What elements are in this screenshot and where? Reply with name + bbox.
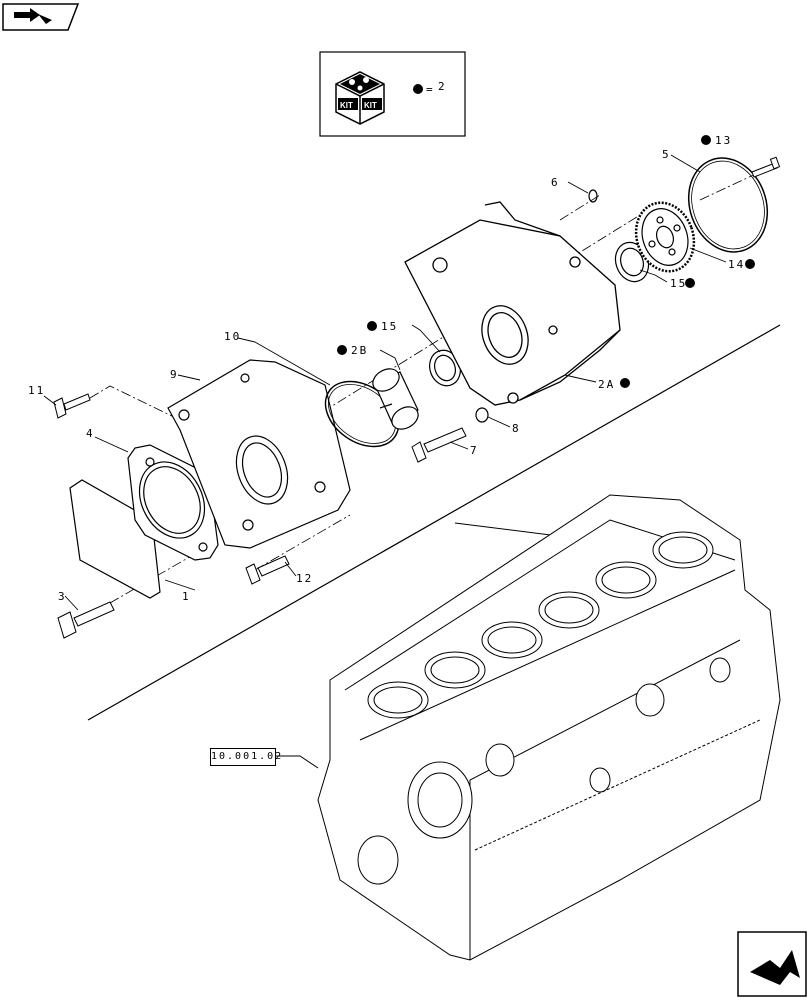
callout-2A: 2A: [598, 378, 615, 391]
callout-14: 14: [728, 258, 745, 271]
kit-label-left: KIT: [340, 101, 353, 110]
back-nav-icon[interactable]: [2, 3, 80, 31]
callout-2B: 2B: [351, 344, 368, 357]
kit-count: 2: [438, 80, 447, 93]
screw-13: [751, 156, 781, 178]
bearing-bushing-right: [614, 241, 650, 283]
bearing-bushing-left: [429, 349, 461, 387]
callout-15-right: 15: [670, 277, 687, 290]
kit-bullet-icon: [413, 84, 423, 94]
pump-housing: [404, 201, 621, 406]
callout-15-left: 15: [381, 320, 398, 333]
kit-bullet-15a: [367, 321, 377, 331]
kit-bullet-2A: [620, 378, 630, 388]
kit-bullet-2B: [337, 345, 347, 355]
section-divider-line: [87, 324, 781, 721]
washer: [588, 189, 598, 203]
callout-1: 1: [182, 590, 191, 603]
forward-nav-icon[interactable]: [737, 931, 807, 997]
gasket: [127, 444, 219, 561]
kit-bullet-13: [701, 135, 711, 145]
kit-label-right: KIT: [364, 101, 377, 110]
callout-leaders: [43, 154, 727, 611]
callout-10: 10: [224, 330, 241, 343]
cover-plate: [69, 479, 161, 599]
o-ring-inner: [328, 384, 396, 444]
callout-7: 7: [470, 444, 479, 457]
kit-bullet-14: [745, 259, 755, 269]
kit-legend: KIT KIT = 2: [319, 51, 466, 137]
bolt-12: [245, 555, 290, 585]
sealing-washer: [475, 407, 489, 423]
callout-5: 5: [662, 148, 671, 161]
callout-8: 8: [512, 422, 521, 435]
drive-gear: [634, 201, 696, 273]
kit-markers: [337, 135, 755, 388]
callout-4: 4: [86, 427, 95, 440]
bolt-11: [53, 393, 91, 419]
callout-3: 3: [58, 590, 67, 603]
kit-bullet-15b: [685, 278, 695, 288]
callout-9: 9: [170, 368, 179, 381]
kit-equals: =: [426, 83, 435, 96]
callout-13: 13: [715, 134, 732, 147]
callout-12: 12: [296, 572, 313, 585]
bolt-3: [57, 601, 115, 639]
bolt-7: [411, 427, 467, 463]
bushing: [372, 368, 419, 430]
callout-11: 11: [28, 384, 45, 397]
callout-6: 6: [551, 176, 560, 189]
reference-code-box[interactable]: 10.001.02: [210, 748, 281, 766]
kit-box-icon: [335, 71, 385, 125]
seal-ring: [687, 157, 769, 253]
reference-leader: [275, 755, 319, 769]
engine-block: [317, 494, 781, 961]
adapter-plate: [167, 359, 351, 549]
seal-ring-inner: [691, 160, 765, 250]
